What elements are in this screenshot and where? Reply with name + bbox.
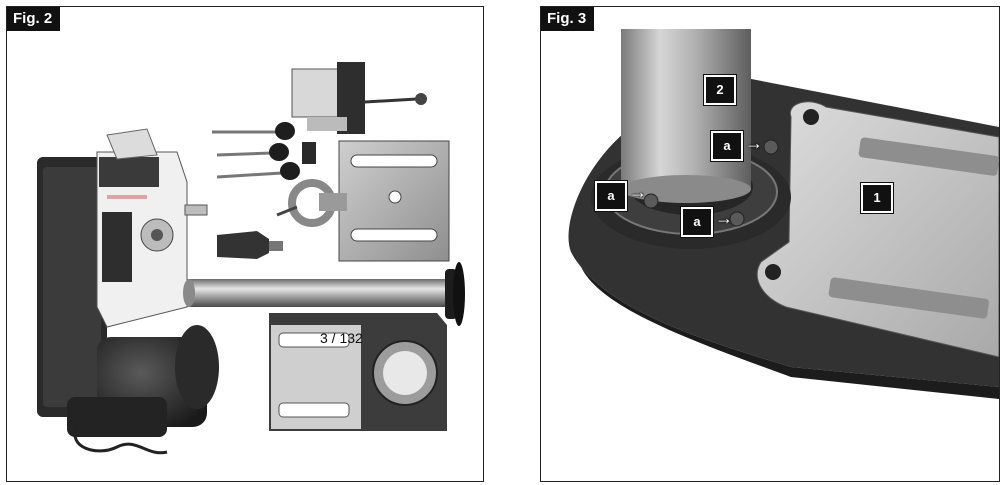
page-number: 3 / 132 [320,330,363,346]
motor [67,325,219,455]
column-base-photo [568,29,999,399]
feed-handles [212,122,316,180]
callout-column: 2 [704,75,736,105]
callout-bolt-a: a [595,181,627,211]
arrow-right-icon: → [745,133,763,153]
figure-2-panel: Fig. 2 [6,6,484,482]
figure-2-label: Fig. 2 [7,7,61,31]
column-tube [183,262,465,326]
work-table [276,140,450,262]
drill-press-parts-photo [37,62,465,455]
arrow-right-icon: → [715,208,733,228]
drill-chuck [217,231,283,259]
callout-base-plate: 1 [861,183,893,213]
callout-bolt-a: a [711,131,743,161]
drill-head [37,128,208,417]
depth-stop-unit [291,62,427,134]
figure-3-panel: Fig. 3 [540,6,1000,482]
arrow-right-icon: → [629,182,647,202]
callout-bolt-a: a [681,207,713,237]
column-pipe [621,29,751,189]
figure-3-label: Fig. 3 [541,7,595,31]
base-plate [269,313,447,431]
